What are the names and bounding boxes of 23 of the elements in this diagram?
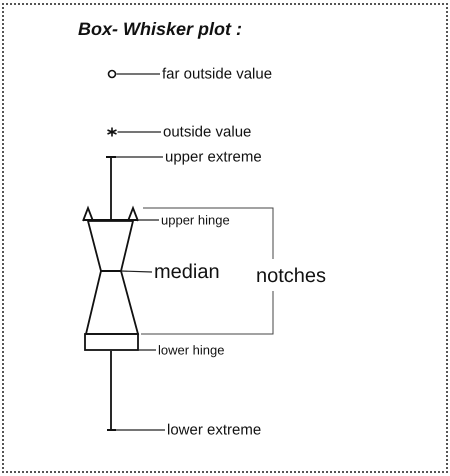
hinge-box <box>84 333 139 351</box>
bracket-label: notches <box>256 266 326 286</box>
title: Box- Whisker plot : <box>78 20 242 38</box>
leader-line <box>138 219 159 221</box>
callout-text: median <box>154 262 220 282</box>
leader-line <box>120 270 152 273</box>
far-outside-marker <box>108 70 116 78</box>
upper-hinge-line <box>83 219 138 221</box>
leader-line <box>116 73 160 75</box>
whisker-cap <box>107 429 116 431</box>
callout-text: lower extreme <box>167 422 262 438</box>
callout-text: outside value <box>163 124 252 140</box>
leader-line <box>118 131 161 133</box>
whisker-cap <box>106 156 116 158</box>
callout-text: far outside value <box>162 66 272 82</box>
callout-text: lower hinge <box>158 344 224 356</box>
median-line <box>101 270 121 272</box>
callout-text: upper extreme <box>165 150 262 164</box>
leader-line <box>116 156 163 158</box>
outside-marker <box>106 126 118 138</box>
leader-line <box>138 349 156 351</box>
callout-text: upper hinge <box>161 214 230 226</box>
leader-line <box>116 429 165 431</box>
